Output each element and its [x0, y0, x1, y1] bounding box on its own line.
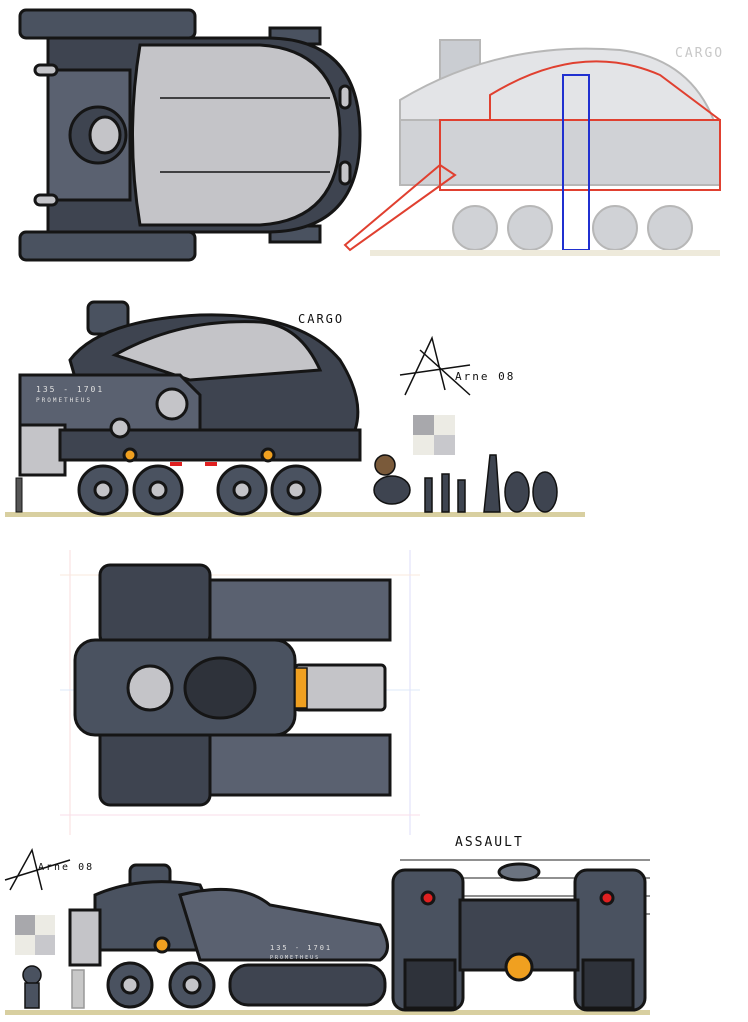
- human-figure: [15, 477, 23, 513]
- hull-serial: 135 - 1701: [36, 385, 104, 394]
- svg-text:Arne 08: Arne 08: [455, 370, 515, 383]
- hull-name: PROMETHEUS: [36, 397, 92, 404]
- hull-serial-assault: 135 - 1701: [270, 944, 332, 952]
- ground-line-bottom: [5, 1010, 650, 1015]
- scale-figures: [373, 454, 558, 513]
- orange-light: [122, 447, 138, 463]
- cargo-pod: [293, 663, 387, 712]
- hull-name-assault: PROMETHEUS: [270, 955, 320, 961]
- overlay-guides: [343, 60, 721, 256]
- assault-side-view: [68, 863, 389, 1009]
- assault-top-view: [73, 563, 392, 807]
- cargo-side-view: [5, 300, 585, 517]
- orange-light: [260, 447, 276, 463]
- bottom-scale-figures: [22, 965, 85, 1009]
- track: [228, 963, 387, 1007]
- color-swatches-bottom: [15, 915, 55, 955]
- wheels: [77, 464, 322, 516]
- color-swatches-top: [413, 415, 455, 455]
- cargo-label-faded: CARGO: [675, 46, 724, 61]
- signature-bottom: Arne 08: [4, 847, 94, 891]
- assault-label: ASSAULT: [455, 835, 524, 850]
- signature-top: Arne 08: [399, 335, 515, 396]
- cargo-side-overlay: [399, 39, 721, 251]
- assault-front-view: [391, 862, 647, 1012]
- cargo-top-view: [18, 8, 362, 262]
- cargo-label: CARGO: [298, 312, 344, 326]
- svg-text:Arne 08: Arne 08: [38, 862, 94, 873]
